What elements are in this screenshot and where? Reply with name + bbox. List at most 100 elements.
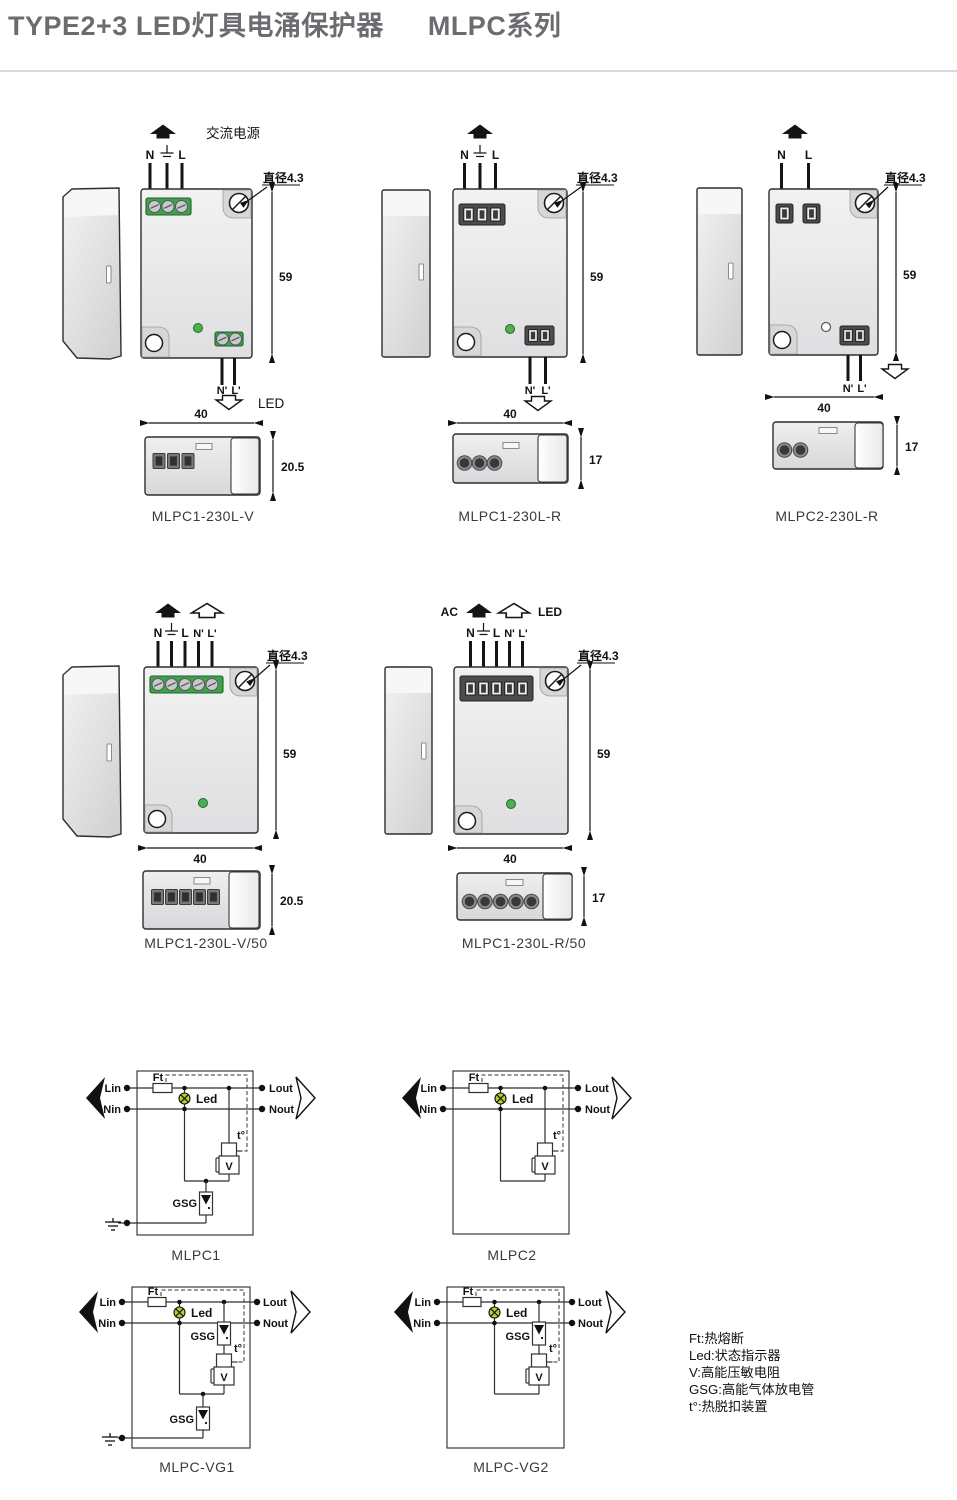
led-symbol-icon (488, 1306, 501, 1319)
gas-discharge-tube-icon (198, 1191, 214, 1216)
led-output-arrow-icon (524, 395, 552, 412)
mounting-hole2-icon (147, 809, 167, 829)
output-arrow-icon (290, 1290, 311, 1334)
terminal-label-n-out: N' (217, 385, 228, 397)
terminal-label-l: L (493, 626, 500, 640)
hole-diameter-label: 直径4.3 (263, 170, 304, 185)
led-indicator (506, 799, 516, 809)
din-clip-slot (418, 263, 424, 281)
led-label: LED (538, 605, 562, 619)
led-symbol-label: Led (196, 1092, 217, 1106)
vent-slot (193, 877, 211, 885)
lout-label: Lout (269, 1083, 293, 1095)
terminal-label-n: N (466, 626, 475, 640)
circuit-mlpc-vg2: Ft Lin Nin Lout Nout Led GSG V t° MLPC-V… (394, 1286, 626, 1475)
nout-label: Nout (578, 1318, 603, 1330)
dim-depth: 20.5 (281, 460, 305, 474)
nout-label: Nout (263, 1318, 288, 1330)
bottom-view (452, 433, 569, 484)
terminal-label-n-out: N' (193, 628, 204, 640)
varistor-label: V (541, 1161, 549, 1173)
ground-icon (159, 144, 175, 158)
product-mlpc1-230l-v: 交流电源 N L 直径4.3 59 N' (62, 124, 305, 524)
output-arrow-icon (295, 1076, 316, 1120)
earth-icon (105, 1218, 121, 1231)
thermal-label: t° (549, 1343, 557, 1355)
product-name: MLPC1-230L-R/50 (462, 935, 586, 951)
led-symbol-label: Led (191, 1306, 212, 1320)
nout-label: Nout (269, 1104, 294, 1116)
terminal-label-n: N (460, 148, 469, 162)
hole-diameter-label: 直径4.3 (577, 170, 618, 185)
gsg1-label: GSG (191, 1331, 215, 1343)
mounting-hole-icon (854, 192, 876, 214)
dim-width: 40 (503, 407, 517, 421)
product-mlpc2-230l-r: N L 直径4.3 59 N' (696, 124, 926, 524)
ac-input-arrow-icon (466, 603, 492, 618)
circuit-name: MLPC-VG2 (473, 1459, 549, 1475)
dim-width: 40 (503, 852, 517, 866)
led-symbol-icon (173, 1306, 186, 1319)
circuit-name: MLPC1 (171, 1247, 220, 1263)
fuse-label: Ft (469, 1072, 480, 1084)
side-view (384, 666, 433, 835)
dim-width: 40 (194, 407, 208, 421)
dim-height: 59 (283, 747, 297, 761)
input-arrow-icon (79, 1291, 98, 1333)
lout-label: Lout (585, 1083, 609, 1095)
led-symbol-icon (178, 1092, 191, 1105)
circuit-name: MLPC2 (487, 1247, 536, 1263)
led-output-label: LED (258, 396, 285, 411)
gsg-label: GSG (173, 1198, 197, 1210)
din-clip-slot (728, 262, 734, 280)
terminal-label-n: N (154, 626, 163, 640)
title-divider (0, 70, 957, 72)
fuse-icon (152, 1082, 173, 1094)
ground-icon (476, 622, 491, 636)
din-clip-slot (106, 743, 112, 762)
dim-width: 40 (817, 401, 831, 415)
mounting-hole-icon (543, 192, 565, 214)
side-view (62, 665, 122, 838)
fuse-icon (147, 1296, 167, 1308)
terminal-label-l-out: L' (518, 628, 528, 640)
front-view (143, 666, 259, 834)
dim-width: 40 (193, 852, 207, 866)
ground-icon (164, 622, 179, 636)
mounting-hole-icon (544, 670, 566, 692)
vent-slot (818, 427, 838, 434)
mounting-hole-icon (234, 670, 256, 692)
hole-diameter-label: 直径4.3 (885, 170, 926, 185)
lin-label: Lin (415, 1297, 432, 1309)
front-view (453, 666, 569, 835)
gsg2-label: GSG (170, 1414, 194, 1426)
thermal-label: t° (237, 1130, 245, 1142)
led-output-arrow-icon (497, 602, 531, 619)
ac-input-arrow-icon (782, 124, 808, 139)
fuse-label: Ft (153, 1072, 164, 1084)
nin-label: Nin (413, 1318, 431, 1330)
terminal-label-n-out: N' (504, 628, 515, 640)
terminal-label-l-out: L' (207, 628, 217, 640)
terminal-label-n-out: N' (525, 385, 536, 397)
din-clip-slot (106, 265, 112, 284)
led-symbol-label: Led (512, 1092, 533, 1106)
led-indicator (198, 798, 208, 808)
legend-item-t: t°:热脱扣装置 (689, 1399, 768, 1414)
lout-label: Lout (578, 1297, 602, 1309)
page-title-product: TYPE2+3 LED灯具电涌保护器 (8, 11, 384, 41)
dim-height: 59 (903, 268, 917, 282)
mounting-hole2-icon (772, 330, 792, 350)
dim-height: 59 (590, 270, 604, 284)
dim-depth: 17 (592, 891, 606, 905)
terminal-label-n: N (146, 148, 155, 162)
lin-label: Lin (105, 1083, 122, 1095)
earth-icon (102, 1433, 118, 1446)
lin-label: Lin (100, 1297, 117, 1309)
ac-power-label: 交流电源 (206, 125, 260, 141)
product-mlpc1-230l-r50: AC LED N L N' L' 直径4.3 (384, 602, 619, 951)
led-output-arrow-icon (215, 394, 243, 411)
legend-item-led: Led:状态指示器 (689, 1348, 781, 1363)
product-name: MLPC1-230L-V (152, 508, 255, 524)
